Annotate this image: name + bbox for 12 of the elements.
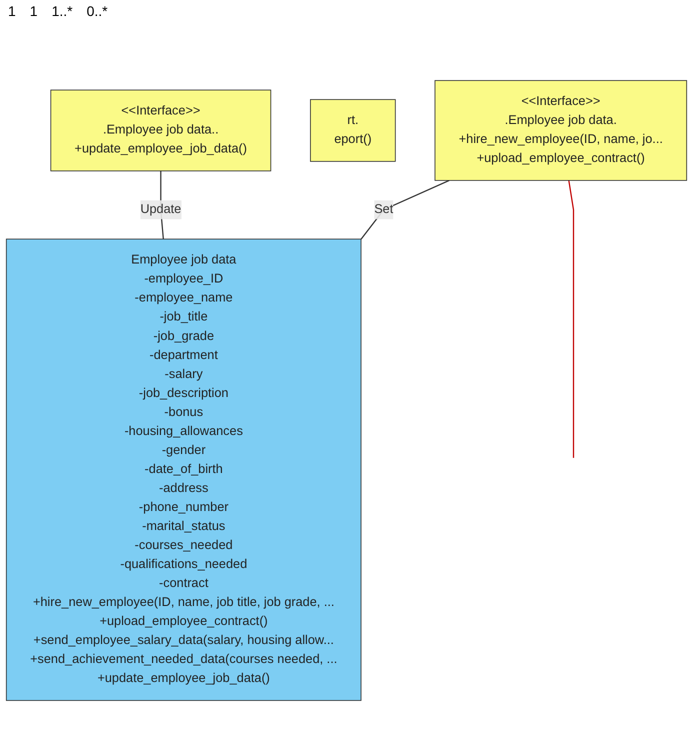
edge-label: Set <box>374 202 394 216</box>
edge-label: Update <box>140 202 182 216</box>
multiplicity-label: 0..* <box>86 3 108 21</box>
node-box: rt. eport() <box>310 99 396 162</box>
node-box: <<Interface>> .Employee job data. +hire_new_employee(ID, name, jo... +upload_employee_contract() <box>434 80 688 181</box>
multiplicity-label: 1 <box>8 3 16 21</box>
connector <box>568 180 574 458</box>
node-box: <<Interface>> .Employee job data.. +update_employee_job_data() <box>50 90 272 172</box>
node-box: Employee job data -employee_ID -employee_name -job_title -job_grade -department -salary -job_description -bonus -housing_allowances -gender -date_of_birth -address -phone_number -marital_status -courses_needed -qualifications_needed -contract +hire_new_employee(ID, name, job title, job grade, ... +upload_employee_contract() +send_employee_salary_data(salary, housing allow... +send_achievement_needed_data(courses needed, ... +update_employee_job_data() <box>6 238 362 701</box>
multiplicity-label: 1..* <box>52 3 73 21</box>
connector <box>360 180 450 240</box>
multiplicity-label: 1 <box>30 3 38 21</box>
